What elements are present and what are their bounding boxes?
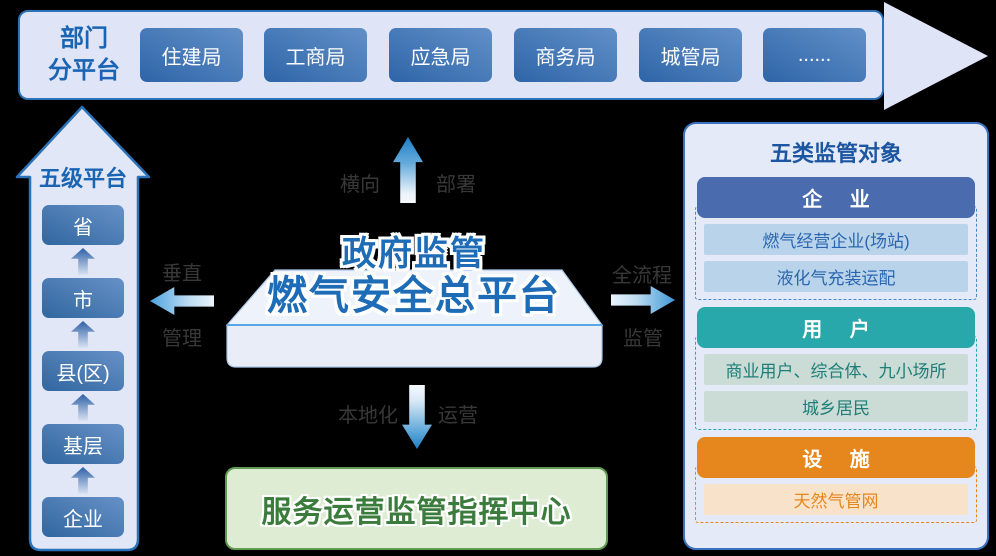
supervision-object-groups: 企 业燃气经营企业(场站)液化气充装运配用 户商业用户、综合体、九小场所城乡居民… <box>692 177 980 523</box>
group-header: 用 户 <box>697 307 975 348</box>
top-banner-title-line2: 分平台 <box>48 56 120 84</box>
supervision-objects-title: 五类监管对象 <box>769 141 902 166</box>
group-item: 城乡居民 <box>704 391 968 422</box>
level-box: 省 <box>42 205 124 245</box>
department-box: 住建局 <box>140 28 243 82</box>
label-vertical: 垂直 <box>162 263 202 285</box>
main-title-line1: 政府监管 <box>342 235 486 273</box>
up-arrow-icon <box>393 137 423 203</box>
label-deploy: 部署 <box>436 174 476 196</box>
top-banner-title-line1: 部门 <box>60 25 108 52</box>
group-items: 燃气经营企业(场站) 液化气充装运配 <box>695 206 977 300</box>
department-box: 商务局 <box>514 28 617 82</box>
group-header: 设 施 <box>697 437 975 478</box>
supervision-group: 企 业燃气经营企业(场站) 液化气充装运配 <box>695 177 977 300</box>
up-mini-arrow-icon <box>71 394 95 421</box>
platform-podium-shape <box>225 269 604 368</box>
supervision-group: 设 施天然气管网 <box>695 437 977 523</box>
up-mini-arrow-icon <box>71 467 95 494</box>
label-operate: 运营 <box>438 405 478 427</box>
level-box: 基层 <box>42 424 124 464</box>
main-title-line2: 燃气安全总平台 <box>267 274 561 318</box>
group-items: 天然气管网 <box>695 466 977 523</box>
level-column: 省市县(区) 基层企业 <box>42 205 124 537</box>
supervision-objects-panel: 五类监管对象 企 业燃气经营企业(场站)液化气充装运配用 户商业用户、综合体、九… <box>683 122 989 550</box>
top-banner-title: 部门 分平台 <box>28 23 140 86</box>
department-box: 工商局 <box>264 28 367 82</box>
label-localized: 本地化 <box>338 405 398 427</box>
service-operation-command-center-label: 服务运营监管指挥中心 <box>261 495 572 529</box>
down-arrow-icon <box>402 385 432 449</box>
supervision-group: 用 户商业用户、综合体、九小场所城乡居民 <box>695 307 977 430</box>
department-box: 城管局 <box>639 28 742 82</box>
level-box: 企业 <box>42 497 124 537</box>
label-horizontal: 横向 <box>340 174 380 196</box>
group-item: 燃气经营企业(场站) <box>704 224 968 255</box>
group-items: 商业用户、综合体、九小场所城乡居民 <box>695 336 977 430</box>
label-full-process: 全流程 <box>612 265 672 287</box>
group-header: 企 业 <box>697 177 975 218</box>
department-box: ...... <box>763 28 866 82</box>
group-item: 液化气充装运配 <box>704 261 968 292</box>
service-operation-command-center-box: 服务运营监管指挥中心 <box>225 467 608 550</box>
up-mini-arrow-icon <box>71 248 95 275</box>
group-item: 商业用户、综合体、九小场所 <box>704 354 968 385</box>
up-mini-arrow-icon <box>71 321 95 348</box>
level-box: 县(区) <box>42 351 124 391</box>
right-arrow-icon <box>611 286 675 314</box>
label-supervise: 监管 <box>623 328 663 350</box>
top-banner-arrowhead-icon <box>884 2 988 110</box>
five-level-platform-title: 五级平台 <box>38 166 127 191</box>
group-item: 天然气管网 <box>704 484 968 515</box>
level-box: 市 <box>42 278 124 318</box>
label-manage: 管理 <box>162 328 202 350</box>
department-box: 应急局 <box>389 28 492 82</box>
